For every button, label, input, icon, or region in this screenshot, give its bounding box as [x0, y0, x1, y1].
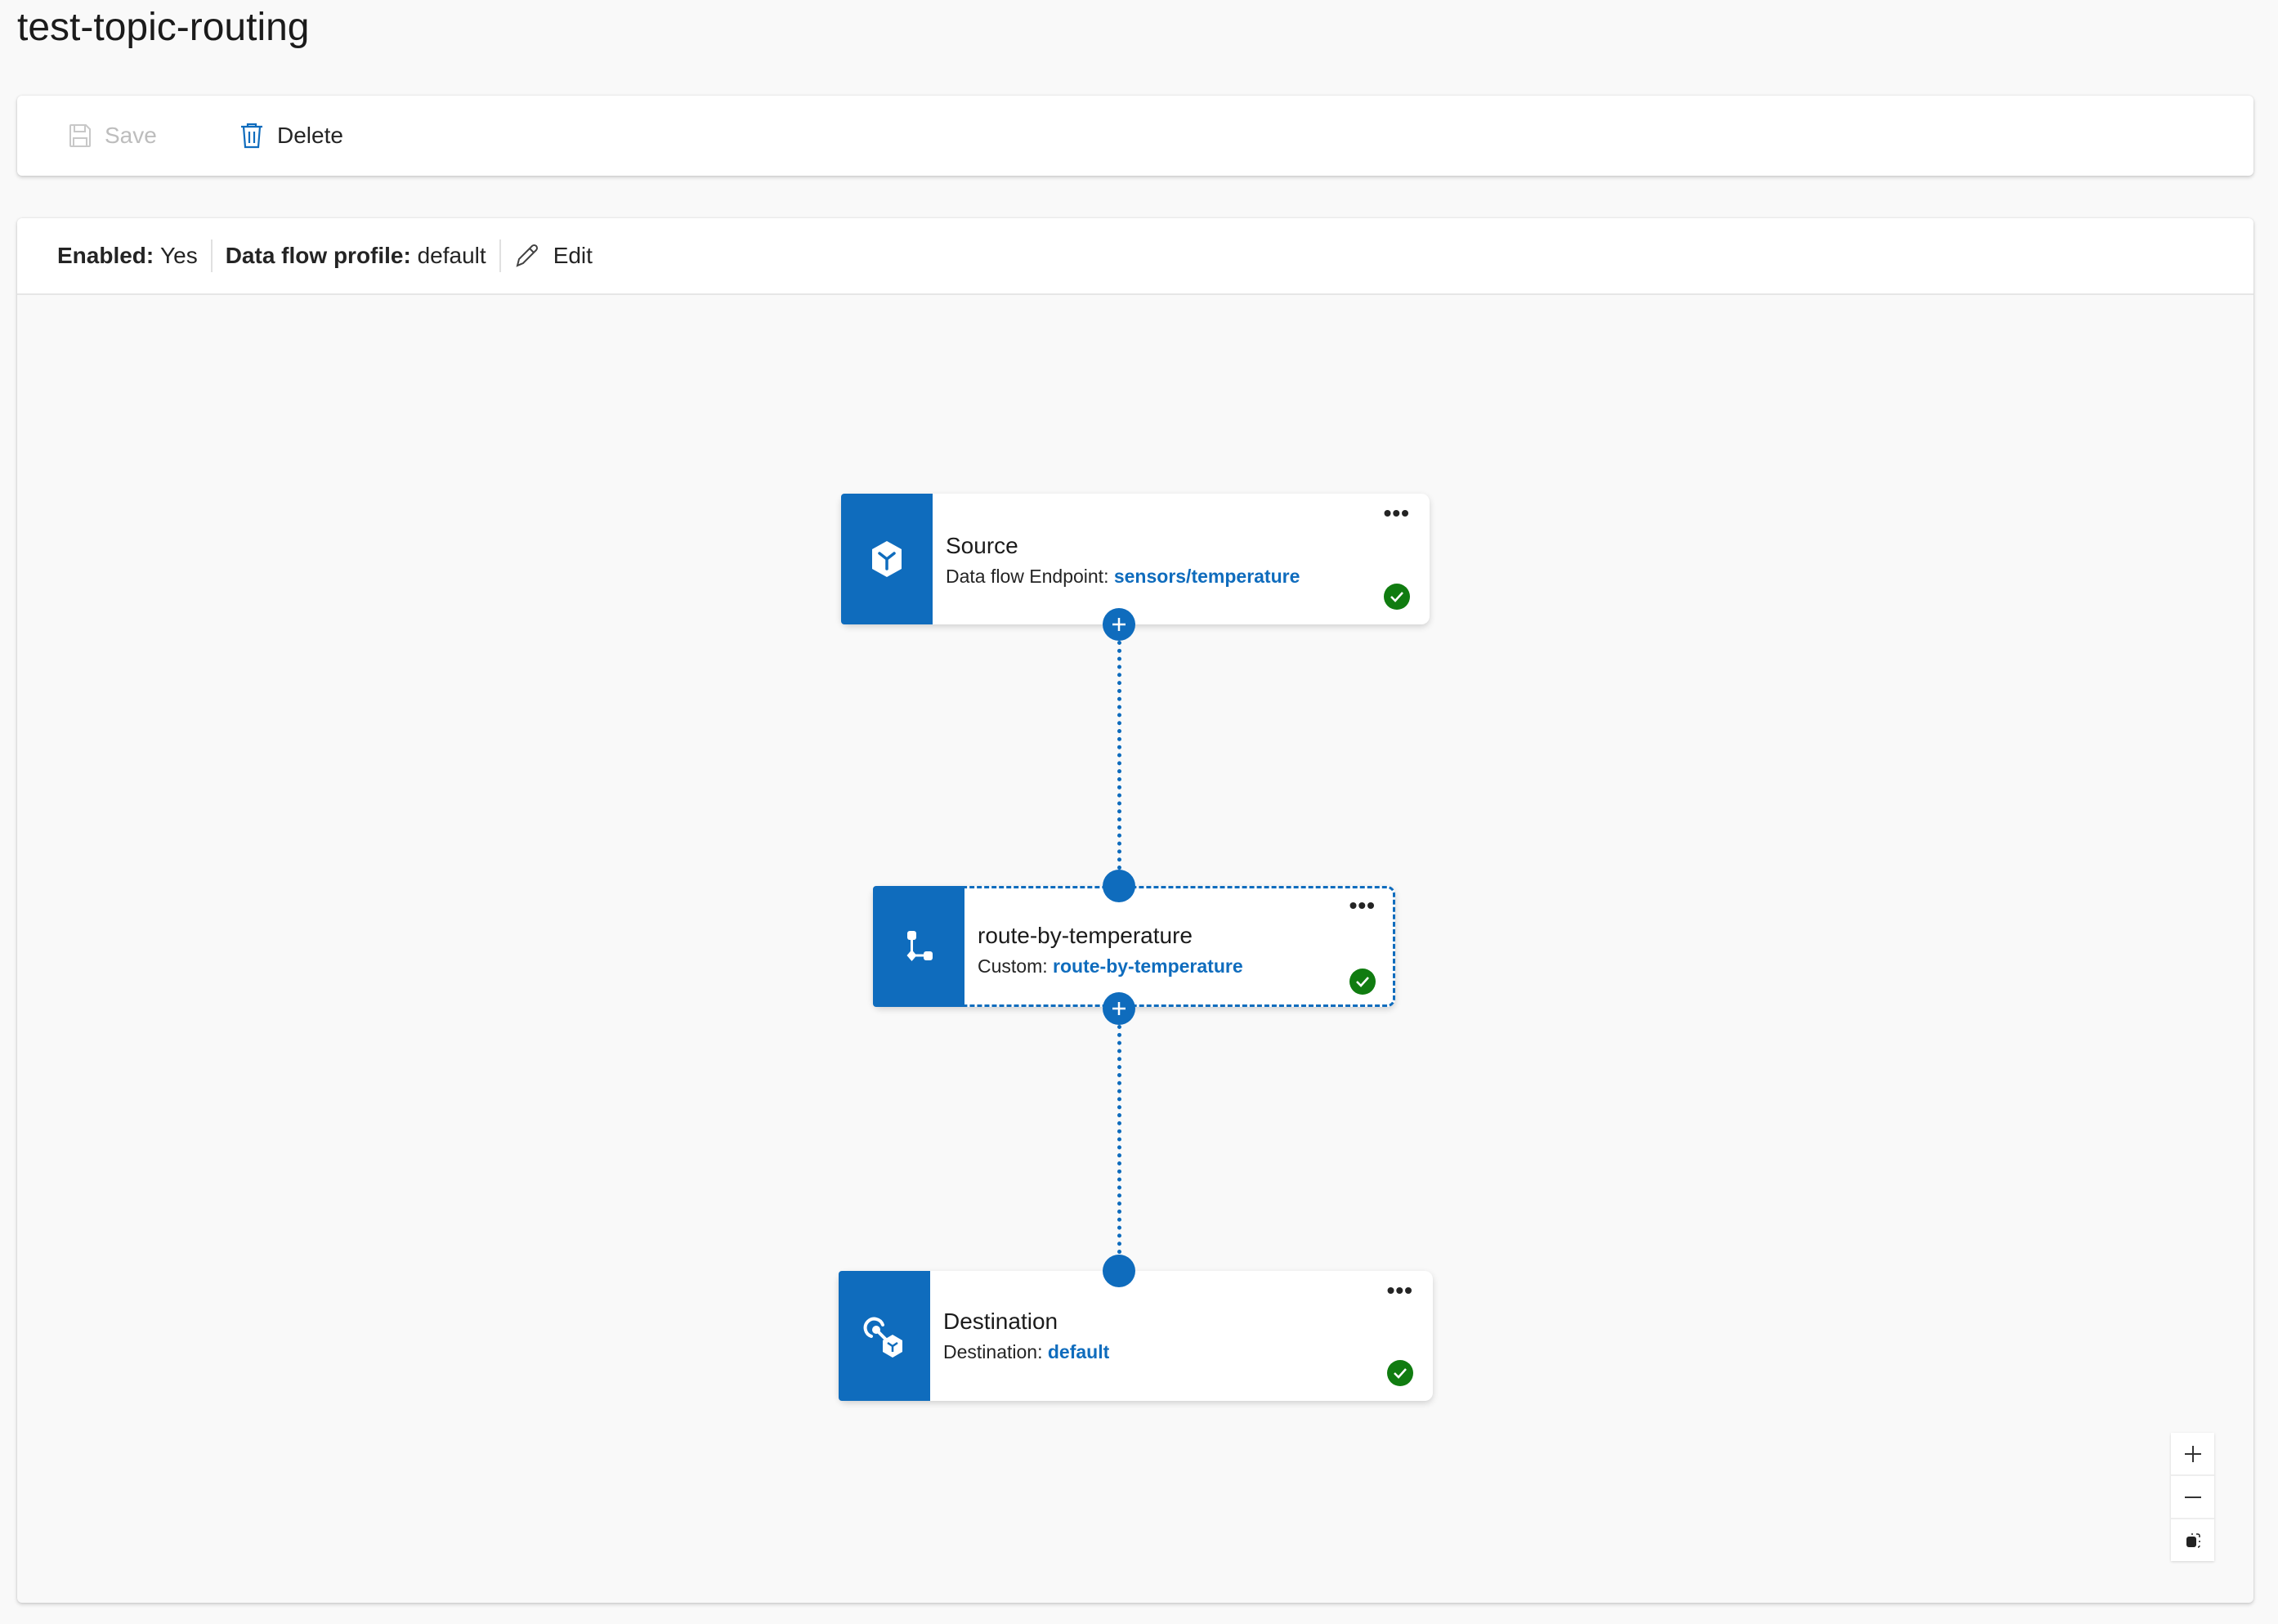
connector-handle[interactable] — [1103, 870, 1135, 902]
trash-icon — [241, 123, 262, 149]
divider — [499, 239, 501, 272]
edit-button[interactable]: Edit — [514, 243, 593, 269]
enabled-value: Yes — [160, 243, 198, 268]
more-options-button[interactable]: ••• — [1349, 893, 1376, 918]
add-node-button[interactable] — [1103, 992, 1135, 1025]
connector-line — [1117, 641, 1121, 886]
node-title: Destination — [943, 1309, 1058, 1334]
destination-node[interactable]: Destination Destination: default ••• — [839, 1271, 1433, 1401]
success-check-icon — [1384, 584, 1410, 610]
delete-button[interactable]: Delete — [239, 96, 343, 176]
transform-link[interactable]: route-by-temperature — [1053, 955, 1243, 977]
cube-icon — [841, 494, 933, 624]
connector-line — [1117, 1025, 1121, 1270]
destination-icon — [839, 1271, 930, 1401]
node-title: route-by-temperature — [978, 923, 1193, 948]
pencil-icon — [516, 244, 538, 267]
profile-value: default — [417, 243, 486, 268]
more-options-button[interactable]: ••• — [1386, 1277, 1413, 1303]
node-subtitle: Custom: route-by-temperature — [978, 955, 1243, 978]
node-subtitle: Data flow Endpoint: sensors/temperature — [946, 566, 1300, 588]
success-check-icon — [1387, 1360, 1413, 1386]
save-icon — [69, 124, 91, 147]
dataflow-properties: Enabled: Yes Data flow profile: default … — [17, 218, 2253, 295]
canvas-zoom-controls — [2171, 1433, 2214, 1561]
command-bar: Save Delete — [17, 96, 2253, 176]
node-subtitle-label: Custom: — [978, 955, 1048, 977]
profile-label: Data flow profile: — [225, 243, 411, 268]
endpoint-link[interactable]: sensors/temperature — [1113, 566, 1300, 587]
minus-icon — [2184, 1496, 2201, 1498]
node-title: Source — [946, 533, 1018, 558]
source-node[interactable]: Source Data flow Endpoint: sensors/tempe… — [841, 494, 1430, 624]
zoom-in-button[interactable] — [2171, 1433, 2214, 1476]
add-node-button[interactable] — [1103, 608, 1135, 641]
fit-view-icon — [2186, 1532, 2200, 1548]
node-subtitle-label: Data flow Endpoint: — [946, 566, 1109, 587]
save-button[interactable]: Save — [69, 96, 157, 176]
connector-handle[interactable] — [1103, 1255, 1135, 1287]
plus-icon — [1112, 1002, 1126, 1015]
branch-icon — [873, 886, 964, 1007]
transform-node[interactable]: route-by-temperature Custom: route-by-te… — [873, 886, 1395, 1007]
destination-link[interactable]: default — [1047, 1341, 1110, 1362]
enabled-label: Enabled: — [57, 243, 154, 268]
page-title: test-topic-routing — [17, 6, 310, 49]
divider — [210, 239, 213, 272]
plus-icon — [1112, 618, 1126, 631]
node-subtitle-label: Destination: — [943, 1341, 1043, 1362]
edit-label: Edit — [553, 243, 593, 268]
node-subtitle: Destination: default — [943, 1341, 1109, 1363]
zoom-out-button[interactable] — [2171, 1476, 2214, 1519]
fit-view-button[interactable] — [2171, 1519, 2214, 1561]
more-options-button[interactable]: ••• — [1383, 500, 1410, 526]
success-check-icon — [1349, 969, 1376, 995]
plus-icon — [2184, 1445, 2201, 1462]
delete-label: Delete — [277, 123, 343, 148]
save-label: Save — [105, 123, 157, 148]
